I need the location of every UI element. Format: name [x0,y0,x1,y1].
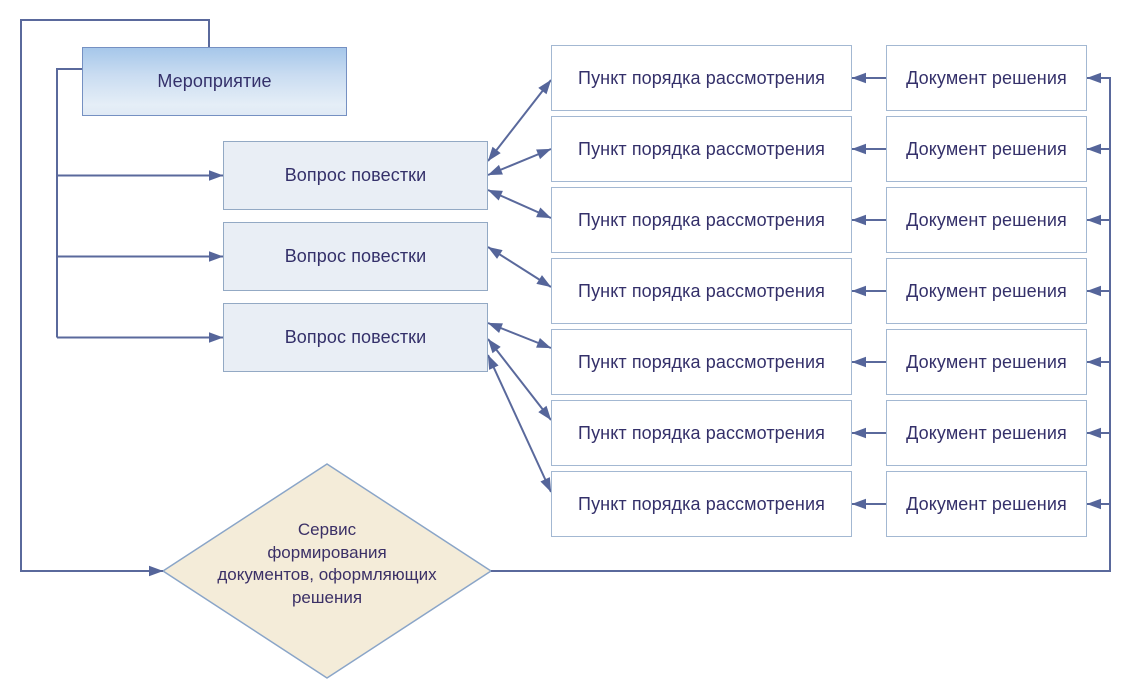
connector-agenda2-consideration4 [487,246,552,288]
connector-event-agenda-trunk [56,68,82,338]
decision-node-6: Документ решения [886,400,1087,466]
service-diamond-label: Сервис формирования документов, оформляю… [197,519,457,609]
decision-label: Документ решения [906,209,1067,230]
service-label-line: Сервис [297,520,357,539]
decision-label: Документ решения [906,351,1067,372]
consideration-label: Пункт порядка рассмотрения [578,493,825,514]
consideration-label: Пункт порядка рассмотрения [578,422,825,443]
service-label-line: формирования [267,542,387,562]
decision-label: Документ решения [906,422,1067,443]
consideration-node-1: Пункт порядка рассмотрения [551,45,852,111]
consideration-node-4: Пункт порядка рассмотрения [551,258,852,324]
decision-node-3: Документ решения [886,187,1087,253]
agenda-node-2: Вопрос повестки [223,222,488,291]
service-label-line: документов, оформляющих [217,565,437,585]
consideration-node-5: Пункт порядка рассмотрения [551,329,852,395]
consideration-label: Пункт порядка рассмотрения [578,209,825,230]
connector-agenda1-consideration2 [487,148,552,176]
connector-service-decision-trunk [491,72,1111,572]
decision-node-4: Документ решения [886,258,1087,324]
agenda-label: Вопрос повестки [284,327,427,347]
decision-label: Документ решения [906,138,1067,159]
event-label: Мероприятие [157,71,272,91]
consideration-label: Пункт порядка рассмотрения [578,67,825,88]
connector-agenda3-consideration6 [487,338,552,421]
agenda-label: Вопрос повестки [284,246,427,266]
event-node: Мероприятие [82,47,347,116]
decision-label: Документ решения [906,493,1067,514]
consideration-node-6: Пункт порядка рассмотрения [551,400,852,466]
connector-event-to-service [20,19,210,577]
consideration-label: Пункт порядка рассмотрения [578,351,825,372]
decision-label: Документ решения [906,67,1067,88]
consideration-node-7: Пункт порядка рассмотрения [551,471,852,537]
connector-agenda1-consideration1 [487,79,552,162]
consideration-label: Пункт порядка рассмотрения [578,138,825,159]
decision-node-5: Документ решения [886,329,1087,395]
decision-node-1: Документ решения [886,45,1087,111]
agenda-label: Вопрос повестки [284,165,427,185]
consideration-label: Пункт порядка рассмотрения [578,280,825,301]
consideration-node-2: Пункт порядка рассмотрения [551,116,852,182]
decision-label: Документ решения [906,280,1067,301]
connector-agenda1-consideration3 [487,189,552,219]
service-label-line: решения [291,587,363,607]
connector-agenda3-consideration5 [487,322,552,349]
connector-agenda3-consideration7 [487,354,552,493]
service-diamond-shape [161,463,493,679]
agenda-node-3: Вопрос повестки [223,303,488,372]
agenda-node-1: Вопрос повестки [223,141,488,210]
consideration-node-3: Пункт порядка рассмотрения [551,187,852,253]
decision-node-2: Документ решения [886,116,1087,182]
decision-node-7: Документ решения [886,471,1087,537]
